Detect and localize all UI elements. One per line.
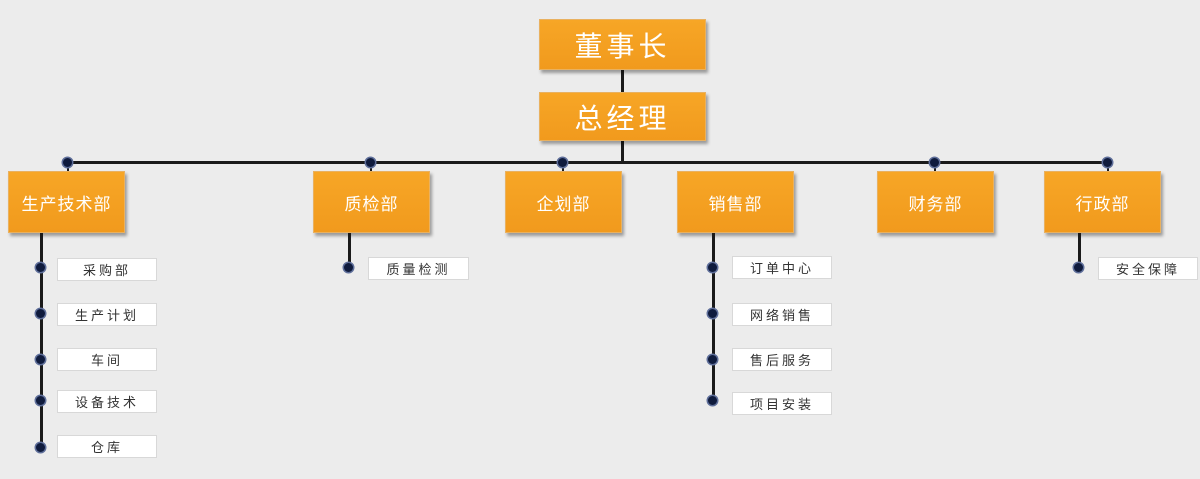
sub-unit: 质量检测 xyxy=(368,257,469,280)
drop-line xyxy=(1107,162,1109,172)
bus-node xyxy=(1103,158,1112,167)
department-quality: 质检部 xyxy=(313,171,430,233)
sub-unit: 仓库 xyxy=(57,435,157,458)
drop-line xyxy=(67,162,69,172)
department-production-tech: 生产技术部 xyxy=(8,171,125,233)
bus-node xyxy=(558,158,567,167)
branch-line xyxy=(712,233,715,403)
department-planning: 企划部 xyxy=(505,171,622,233)
connector-chairman-gm xyxy=(621,70,624,93)
branch-node xyxy=(36,396,45,405)
sub-unit: 安全保障 xyxy=(1098,257,1198,280)
chairman-box: 董事长 xyxy=(539,19,706,70)
bus-node xyxy=(930,158,939,167)
branch-line xyxy=(348,233,351,267)
sub-unit: 售后服务 xyxy=(732,348,832,371)
department-bus-line xyxy=(67,161,1110,164)
branch-node xyxy=(708,396,717,405)
sub-unit: 设备技术 xyxy=(57,390,157,413)
department-finance: 财务部 xyxy=(877,171,994,233)
branch-line xyxy=(40,233,43,450)
bus-node xyxy=(63,158,72,167)
drop-line xyxy=(562,162,564,172)
branch-node xyxy=(36,355,45,364)
branch-node xyxy=(36,263,45,272)
branch-node xyxy=(1074,263,1083,272)
branch-node xyxy=(344,263,353,272)
branch-node xyxy=(708,263,717,272)
drop-line xyxy=(370,162,372,172)
branch-node xyxy=(708,309,717,318)
sub-unit: 采购部 xyxy=(57,258,157,281)
department-sales: 销售部 xyxy=(677,171,794,233)
sub-unit: 项目安装 xyxy=(732,392,832,415)
connector-gm-bus xyxy=(621,140,624,163)
bus-node xyxy=(366,158,375,167)
sub-unit: 车间 xyxy=(57,348,157,371)
sub-unit: 生产计划 xyxy=(57,303,157,326)
sub-unit: 订单中心 xyxy=(732,256,832,279)
department-admin: 行政部 xyxy=(1044,171,1161,233)
branch-node xyxy=(36,443,45,452)
sub-unit: 网络销售 xyxy=(732,303,832,326)
drop-line xyxy=(934,162,936,172)
general-manager-box: 总经理 xyxy=(539,92,706,141)
branch-node xyxy=(708,355,717,364)
branch-line xyxy=(1078,233,1081,267)
branch-node xyxy=(36,309,45,318)
